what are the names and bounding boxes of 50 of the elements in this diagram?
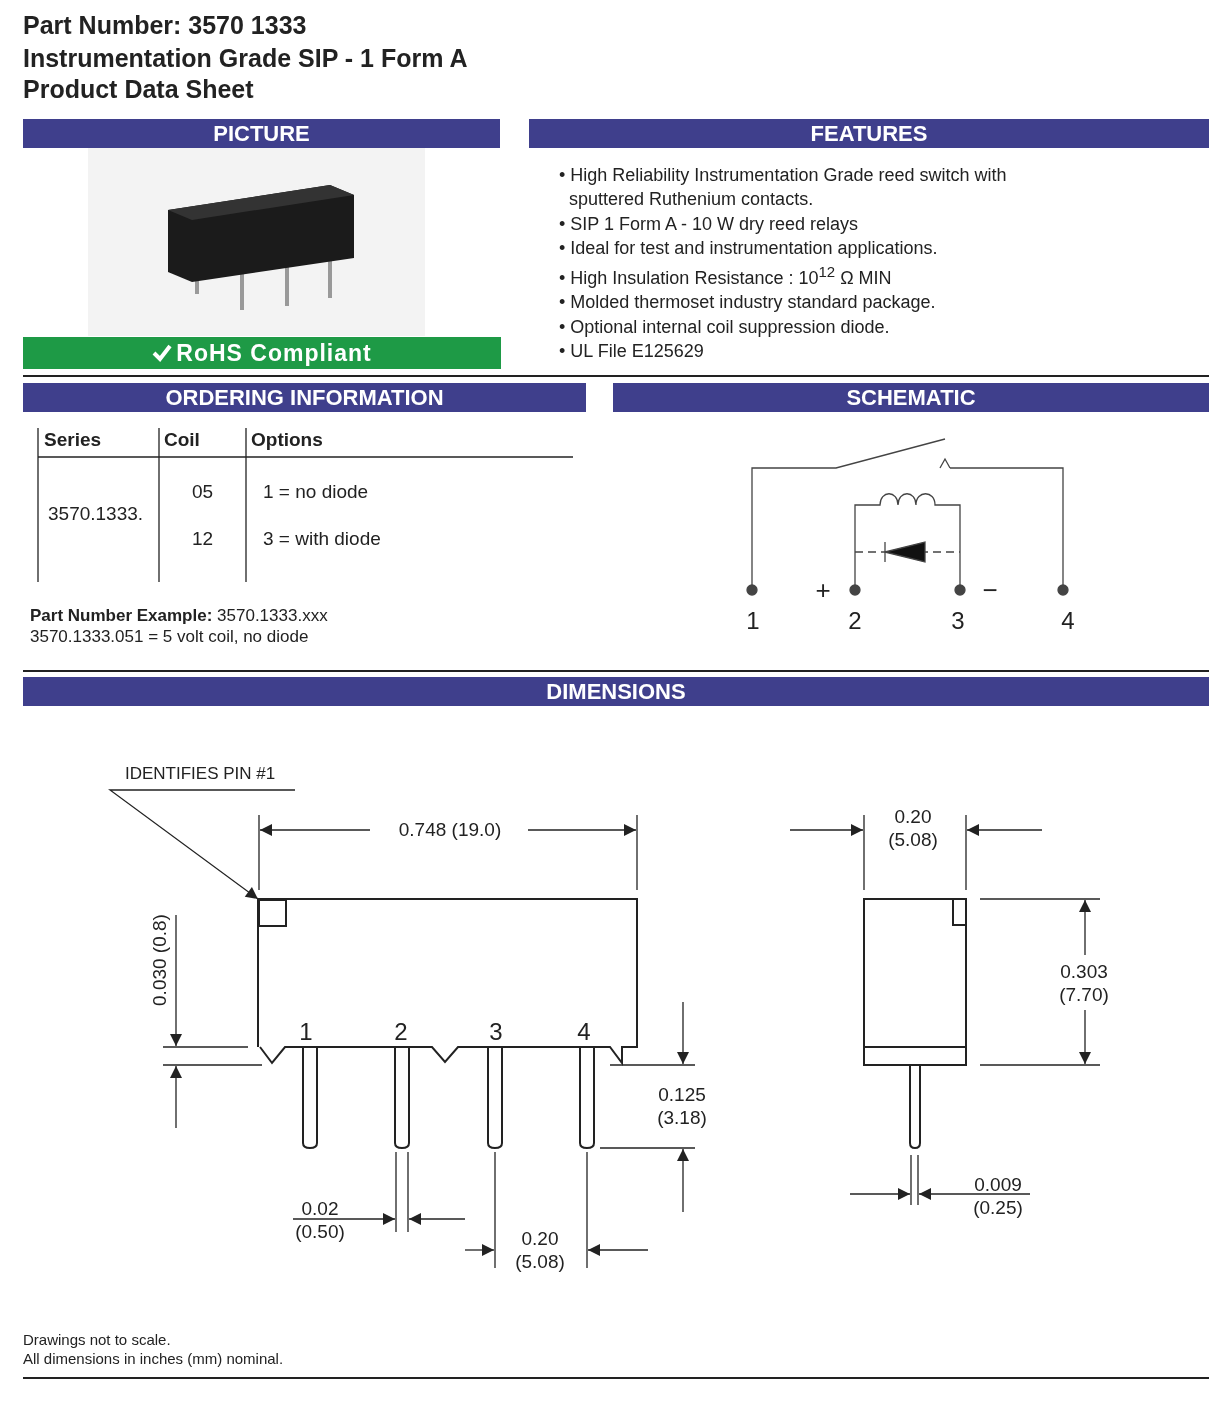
column-header: Coil xyxy=(164,429,200,451)
table-cell-text: 05 xyxy=(192,481,214,503)
pin-number: 4 xyxy=(1061,607,1075,635)
callout-text: IDENTIFIES PIN #1 xyxy=(125,764,295,788)
dimension-text: 0.20 (5.08) xyxy=(514,1227,566,1273)
compliance-banner xyxy=(23,337,501,369)
pin-number: 1 xyxy=(746,607,760,635)
dimension-text: 0.02 (0.50) xyxy=(294,1197,346,1243)
section-header: FEATURES xyxy=(529,119,1209,148)
feature-item: • High Insulation Resistance : 10$^{12}$ Ω MIN xyxy=(559,262,893,291)
dimension-text: 0.748 (19.0) xyxy=(398,819,502,841)
pin-number: 2 xyxy=(848,607,862,635)
table-cell-text: 3570.1333. xyxy=(48,503,144,525)
section-header: SCHEMATIC xyxy=(613,383,1209,412)
page-title: Part Number: 3570 1333 xyxy=(23,11,307,40)
polarity-sign: − xyxy=(982,574,998,606)
table-cell-text: 1 = no diode xyxy=(263,481,369,503)
pin-number: 2 xyxy=(394,1018,408,1046)
example-text: Part Number Example: 3570.1333.xxx xyxy=(30,606,328,626)
subtitle: Instrumentation Grade SIP - 1 Form A xyxy=(23,43,468,73)
section-header: PICTURE xyxy=(23,119,500,148)
pin-marker xyxy=(258,899,287,927)
note-text: Drawings not to scale. xyxy=(23,1330,171,1348)
dimension-text: 0.20 (5.08) xyxy=(887,805,939,851)
feature-item: • SIP 1 Form A - 10 W dry reed relays xyxy=(559,212,860,236)
table-cell-text: 12 xyxy=(192,528,214,550)
column-header: Series xyxy=(44,429,102,451)
feature-item: • Optional internal coil suppression diode. xyxy=(559,315,891,339)
pin-number: 3 xyxy=(951,607,965,635)
column-header: Options xyxy=(251,429,323,451)
example-text: 3570.1333.051 = 5 volt coil, no diode xyxy=(30,627,309,647)
feature-item: • High Reliability Instrumentation Grade reed switch with sputtered Ruthenium contacts. xyxy=(559,164,1008,212)
note-text: All dimensions in inches (mm) nominal. xyxy=(23,1349,284,1367)
dimension-text: 0.125 (3.18) xyxy=(656,1083,708,1129)
section-header: DIMENSIONS xyxy=(23,677,1209,706)
dimension-text: 0.303 (7.70) xyxy=(1058,960,1110,1006)
pin-number: 4 xyxy=(577,1018,591,1046)
pin-number: 1 xyxy=(299,1018,313,1046)
section-header: ORDERING INFORMATION xyxy=(23,383,586,412)
feature-item: • Ideal for test and instrumentation applications. xyxy=(559,236,939,260)
feature-item: • UL File E125629 xyxy=(559,340,705,364)
polarity-sign: + xyxy=(815,574,831,606)
banner-text: RoHS Compliant xyxy=(176,339,372,367)
leader-line xyxy=(108,789,296,900)
dimension-text: 0.009 (0.25) xyxy=(972,1173,1024,1219)
pin-number: 3 xyxy=(489,1018,503,1046)
dimension-text: 0.030 (0.8) xyxy=(149,914,171,1006)
table-cell-text: 3 = with diode xyxy=(263,528,381,550)
feature-item: • Molded thermoset industry standard package. xyxy=(559,291,937,315)
subtitle: Product Data Sheet xyxy=(23,74,254,104)
